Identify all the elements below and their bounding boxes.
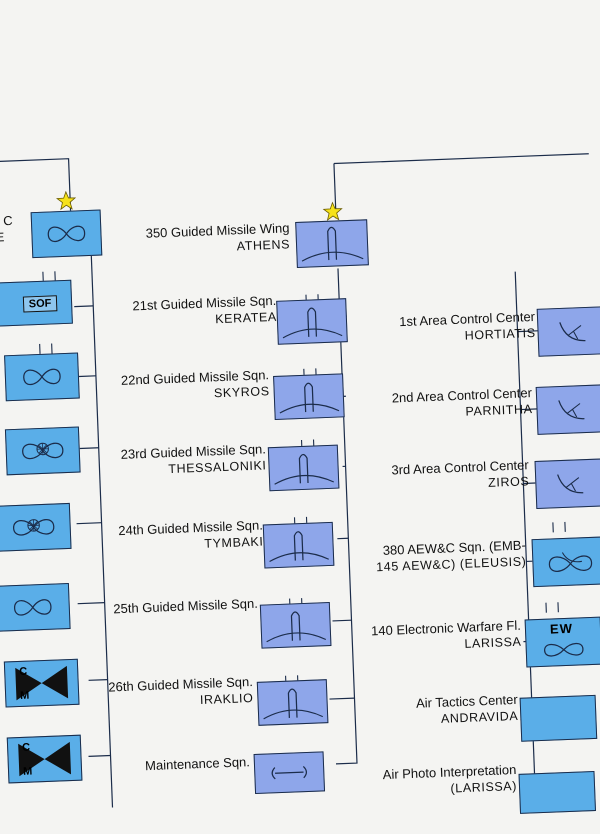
rotor-icon	[12, 519, 55, 536]
missile-icon	[282, 307, 343, 339]
cm-letter-c: C	[19, 665, 28, 678]
unit-box-3[interactable]	[4, 426, 81, 476]
missile-wing-box[interactable]	[295, 219, 369, 269]
aewc-icon	[548, 552, 593, 572]
air-photo-label: Air Photo Interpretation(LARISSA)	[382, 761, 518, 796]
missile-icon	[301, 226, 364, 262]
missile-icon	[279, 382, 340, 414]
radar-icon	[558, 400, 585, 420]
unit-box-5[interactable]	[0, 583, 71, 632]
infinity-icon	[23, 368, 61, 386]
unit-box-6[interactable]: C M	[3, 658, 80, 708]
missile-sqn-25-box[interactable]	[259, 602, 332, 649]
infinity-icon	[544, 642, 584, 657]
missile-sqn-24-box[interactable]	[262, 521, 335, 569]
cm-letter-m: M	[19, 689, 30, 702]
unit-box-2[interactable]	[4, 352, 80, 402]
missile-sqn-26-box[interactable]	[256, 679, 329, 726]
unit-box-4[interactable]	[0, 502, 72, 552]
acc-3-box[interactable]	[534, 458, 600, 510]
radar-icon	[557, 474, 584, 494]
star-icon	[55, 190, 77, 211]
acc-2-box[interactable]	[535, 384, 600, 435]
infinity-icon	[47, 225, 86, 243]
wrench-icon	[271, 765, 308, 780]
ew-flight-box[interactable]: EW	[524, 616, 600, 668]
cm-letter-m: M	[22, 765, 33, 778]
rotor-icon	[22, 442, 64, 460]
sof-icon: SOF	[22, 295, 58, 313]
ew-text: EW	[549, 620, 574, 637]
aewc-sqn-box[interactable]	[531, 536, 600, 588]
ew-flight-label: 140 Electronic Warfare Fl.LARISSA	[370, 617, 522, 651]
radar-icon	[559, 322, 586, 342]
unit-box-7[interactable]: C M	[6, 734, 83, 784]
missile-sqn-22-box[interactable]	[273, 373, 345, 420]
air-photo-box[interactable]	[518, 770, 596, 814]
aewc-sqn-label: 380 AEW&C Sqn. (EMB-145 AEW&C) (ELEUSIS)	[375, 537, 527, 575]
air-tactics-box[interactable]	[519, 694, 598, 742]
maintenance-sqn-box[interactable]	[253, 751, 326, 795]
missile-icon	[274, 453, 335, 485]
missile-icon	[269, 531, 329, 563]
missile-sqn-23-box[interactable]	[267, 444, 340, 492]
missile-sqn-21-box[interactable]	[276, 298, 348, 345]
cm-letter-c: C	[21, 741, 31, 754]
infinity-icon	[13, 599, 52, 616]
missile-sqn-26-label: 26th Guided Missile Sqn.IRAKLIO	[108, 674, 254, 708]
missile-icon	[266, 611, 327, 643]
wing-112-box[interactable]	[30, 209, 103, 259]
acc-1-box[interactable]	[536, 306, 600, 357]
star-icon	[322, 201, 343, 221]
cm-icon	[15, 665, 69, 701]
cm-icon	[18, 741, 72, 777]
sof-box[interactable]: SOF	[0, 279, 73, 327]
missile-icon	[263, 688, 324, 720]
